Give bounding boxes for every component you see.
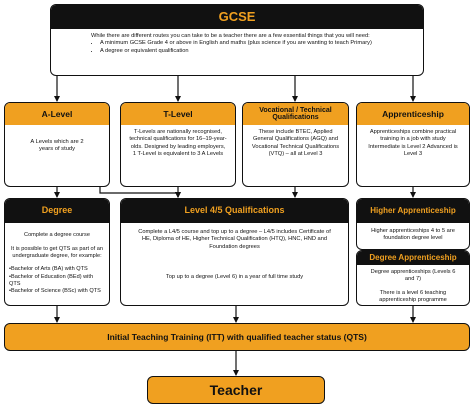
itt-box: Initial Teaching Training (ITT) with qua… xyxy=(4,323,470,351)
gcse-box: GCSE While there are different routes yo… xyxy=(50,4,424,76)
vocational-box: Vocational / Technical Qualifications Th… xyxy=(242,102,349,187)
alevel-box: A-Level A Levels which are 2 years of st… xyxy=(4,102,110,187)
degree-apprenticeship-box: Degree Apprenticeship Degree apprentices… xyxy=(356,250,470,306)
apprenticeship-title: Apprenticeship xyxy=(357,103,469,125)
higher-apprenticeship-title: Higher Apprenticeship xyxy=(357,199,469,223)
degree-example: •Bachelor of Arts (BA) with QTS xyxy=(9,266,88,273)
level45-text2: Top up to a degree (Level 6) in a year o… xyxy=(165,273,304,280)
teacher-box: Teacher xyxy=(147,376,325,404)
tlevel-text: T-Levels are nationally recognised, tech… xyxy=(129,129,227,157)
gcse-title: GCSE xyxy=(51,5,423,29)
apprenticeship-text: Apprenticeships combine practical traini… xyxy=(368,129,458,157)
arrow-alevel-level45 xyxy=(99,187,181,198)
level45-title: Level 4/5 Qualifications xyxy=(121,199,348,223)
alevel-title: A-Level xyxy=(5,103,109,125)
gcse-body: While there are different routes you can… xyxy=(51,29,423,75)
degree-apprenticeship-body: Degree apprenticeships (Levels 6 and 7) … xyxy=(357,265,469,305)
vocational-text: These include BTEC, Applied General Qual… xyxy=(251,129,340,157)
tlevel-box: T-Level T-Levels are nationally recognis… xyxy=(120,102,236,187)
degree-line2: It is possible to get QTS as part of an … xyxy=(10,246,104,260)
degree-apprenticeship-text1: Degree apprenticeships (Levels 6 and 7) xyxy=(370,269,456,283)
degree-line1: Complete a degree course xyxy=(24,232,90,238)
degree-example: •Bachelor of Science (BSc) with QTS xyxy=(9,287,101,294)
apprenticeship-box: Apprenticeship Apprenticeships combine p… xyxy=(356,102,470,187)
level45-text1: Complete a L4/5 course and top up to a d… xyxy=(138,229,331,250)
level45-body: Complete a L4/5 course and top up to a d… xyxy=(121,223,348,305)
degree-example: •Bachelor of Education (BEd) with QTS xyxy=(9,273,94,287)
higher-apprenticeship-box: Higher Apprenticeship Higher apprentices… xyxy=(356,198,470,250)
degree-apprenticeship-title: Degree Apprenticeship xyxy=(357,251,469,265)
degree-apprenticeship-text2: There is a level 6 teaching apprenticesh… xyxy=(379,289,447,303)
vocational-title: Vocational / Technical Qualifications xyxy=(243,103,348,125)
level45-box: Level 4/5 Qualifications Complete a L4/5… xyxy=(120,198,349,306)
tlevel-title: T-Level xyxy=(121,103,235,125)
gcse-bullet: A minimum GCSE Grade 4 or above in Engli… xyxy=(100,40,413,47)
gcse-bullet: A degree or equivalent qualification xyxy=(100,48,413,55)
degree-body: Complete a degree course It is possible … xyxy=(5,223,109,305)
alevel-text: A Levels which are 2 years of study xyxy=(30,139,84,153)
gcse-intro: While there are different routes you can… xyxy=(91,33,370,39)
degree-title: Degree xyxy=(5,199,109,223)
degree-box: Degree Complete a degree course It is po… xyxy=(4,198,110,306)
higher-apprenticeship-text: Higher apprenticeships 4 to 5 are founda… xyxy=(371,228,455,242)
